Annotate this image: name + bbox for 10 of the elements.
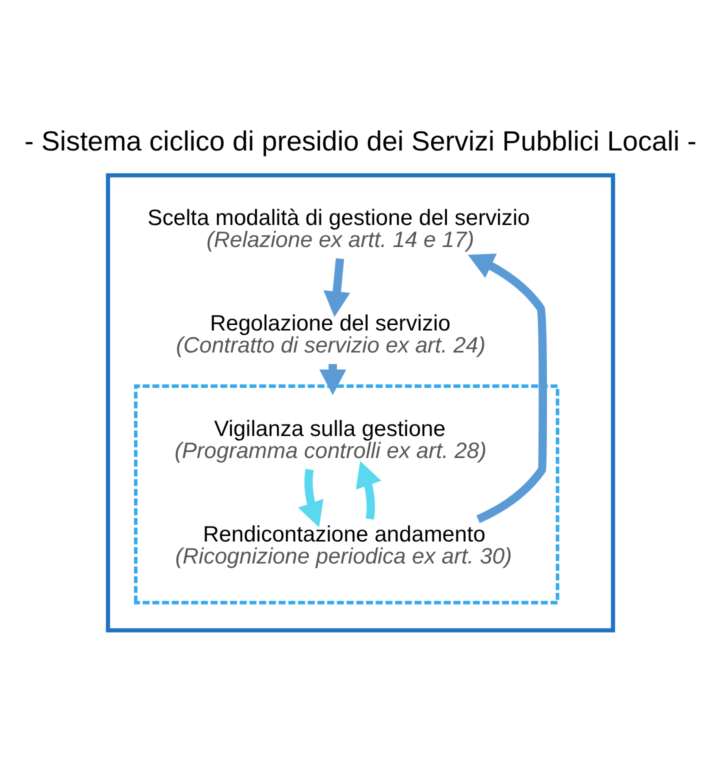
- arrow: [323, 258, 350, 318]
- cluster: [134, 384, 560, 604]
- node-text: Vigilanza sulla gestione (Programma controlli ex art. 28): [174, 416, 487, 464]
- node-text: Scelta modalità di gestione del servizio (Relazione ex artt. 14 e 17): [148, 204, 530, 252]
- arrow: [319, 364, 346, 396]
- arrow: [468, 254, 547, 524]
- node-text: Regolazione del servizio (Contratto di servizio ex art. 24): [176, 310, 486, 358]
- diagram-title: - Sistema ciclico di presidio dei Servizi Pubblici Locali -: [24, 125, 697, 156]
- node-text: Rendicontazione andamento (Ricognizione periodica ex art. 30): [175, 521, 512, 568]
- cluster: [106, 173, 616, 632]
